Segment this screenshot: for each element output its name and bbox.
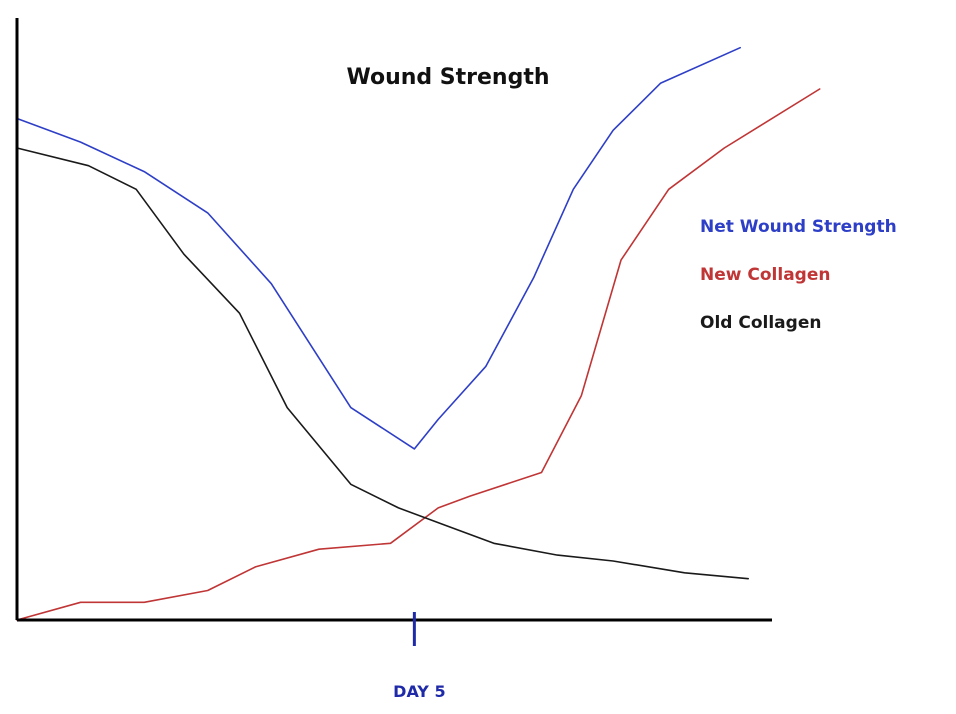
series-line-3 — [16, 147, 749, 580]
series-line-1 — [16, 46, 741, 450]
legend-item-1: Net Wound Strength — [700, 217, 897, 237]
tick-layer: DAY 5 — [393, 612, 446, 701]
series-line-2 — [16, 88, 821, 621]
chart-title: Wound Strength — [346, 65, 549, 90]
legend-item-2: New Collagen — [700, 265, 830, 285]
x-tick-label-1: DAY 5 — [393, 682, 445, 701]
legend-item-3: Old Collagen — [700, 313, 821, 333]
series-layer — [16, 46, 821, 621]
